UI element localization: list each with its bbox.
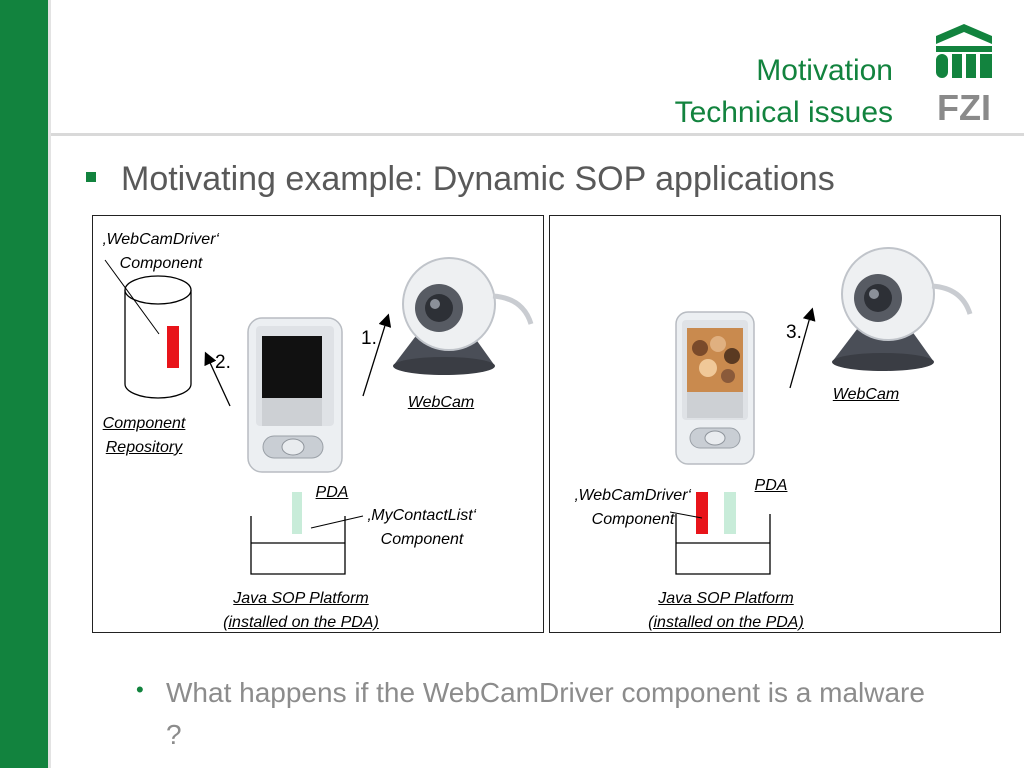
sub-bullet-dot-icon: • [136, 677, 144, 702]
webcamdriver-label-right: ‚WebCamDriver‘ Component [574, 487, 692, 528]
mycontactlist-component-block [292, 492, 302, 534]
main-bullet-text: Motivating example: Dynamic SOP applicat… [121, 160, 835, 198]
sub-bullet-text: What happens if the WebCamDriver compone… [166, 677, 925, 750]
fzi-logo-text: FZI [937, 87, 991, 126]
webcamdriver-pointer-line [104, 259, 160, 335]
pda-label-left: PDA [315, 484, 349, 501]
right-panel-graphics [669, 247, 973, 575]
left-panel-graphics [104, 257, 534, 575]
webcamdriver-pointer-line-right [669, 511, 703, 519]
pda-device-image-photo [675, 311, 755, 465]
bullet-square-icon [86, 172, 96, 182]
arrow-step3 [789, 307, 816, 389]
java-sop-platform-label-right: Java SOP Platform (installed on the PDA) [648, 590, 804, 631]
side-accent-edge [48, 0, 51, 768]
header-divider [51, 133, 1024, 136]
side-accent-bar [0, 0, 48, 768]
mycontactlist-label: ‚MyContactList‘ Component [367, 507, 477, 548]
diagram-panel-left: ‚WebCamDriver‘ Component Component Repos… [92, 215, 544, 633]
java-sop-platform-label-left: Java SOP Platform (installed on the PDA) [223, 590, 379, 631]
slide-title-line2: Technical issues [674, 96, 893, 129]
java-sop-platform-container-right [675, 514, 771, 575]
step-2-label: 2. [215, 352, 231, 373]
step-1-label: 1. [361, 328, 377, 349]
slide-title-line1: Motivation [756, 54, 893, 87]
pda-device-image [247, 317, 343, 473]
webcam-label-right: WebCam [832, 386, 900, 403]
arrow-step1 [362, 313, 392, 397]
webcamdriver-label-left: ‚WebCamDriver‘ Component [102, 231, 220, 272]
component-repository-cylinder [124, 275, 192, 399]
slide-title: Motivation Technical issues [675, 50, 893, 134]
java-sop-platform-container [250, 516, 346, 575]
diagram-panel-right: 3. WebCam PDA ‚WebCamDriver‘ Component J… [549, 215, 1001, 633]
arrow-step2 [204, 351, 231, 407]
pda-label-right: PDA [754, 477, 788, 494]
webcam-image [393, 257, 534, 375]
component-repository-label: Component Repository [102, 415, 186, 456]
mycontactlist-installed-block [724, 492, 736, 534]
webcam-image-right [832, 247, 973, 371]
mycontactlist-pointer-line [310, 515, 364, 529]
fzi-logo: FZI [936, 24, 992, 126]
webcamdriver-installed-block [696, 492, 708, 534]
webcamdriver-component-block [167, 326, 179, 368]
webcam-label-left: WebCam [407, 394, 475, 411]
step-3-label: 3. [786, 322, 802, 343]
